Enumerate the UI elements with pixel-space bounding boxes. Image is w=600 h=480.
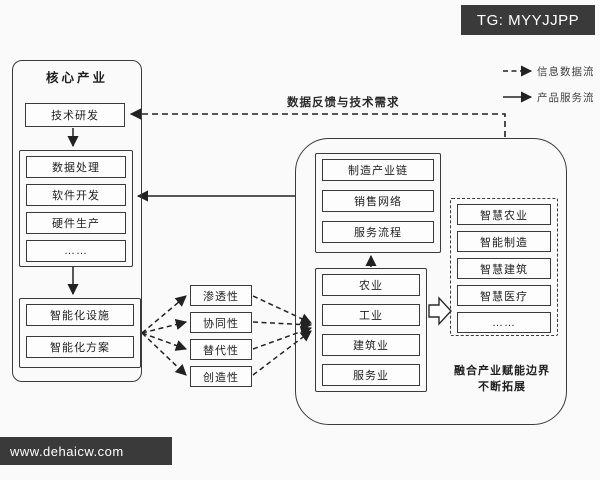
sales-network-box: 销售网络 <box>322 190 434 212</box>
sectors-group <box>315 268 427 392</box>
outputs-to-creativity-arrow <box>141 332 187 376</box>
intelligent-outputs-group <box>19 298 141 368</box>
intelligent-solutions-box: 智能化方案 <box>26 336 134 358</box>
synergy-to-sectors-arrow <box>252 318 313 331</box>
smart-building-box: 智慧建筑 <box>457 258 551 279</box>
creativity-box: 创造性 <box>190 366 252 387</box>
data-processing-box: 数据处理 <box>26 156 126 178</box>
tg-banner: TG: MYYJJPP <box>461 5 595 35</box>
substitution-box: 替代性 <box>190 339 252 360</box>
capabilities-ellipsis-box: …… <box>26 240 126 262</box>
sectors-to-smart-hollow-arrow <box>428 296 452 326</box>
tech-rd-box: 技术研发 <box>25 103 125 127</box>
synergy-box: 协同性 <box>190 312 252 333</box>
hardware-production-box: 硬件生产 <box>26 212 126 234</box>
smart-ellipsis-box: …… <box>457 312 551 333</box>
construction-box: 建筑业 <box>322 334 420 356</box>
industry-chain-group <box>315 153 441 253</box>
intelligent-facilities-box: 智能化设施 <box>26 304 134 326</box>
boundary-caption-line2: 不断拓展 <box>478 381 526 393</box>
outputs-to-permeability-arrow <box>141 295 187 334</box>
industry-box: 工业 <box>322 304 420 326</box>
permeability-to-sectors-arrow <box>252 295 313 324</box>
core-industry-title: 核心产业 <box>45 71 108 85</box>
smart-healthcare-box: 智慧医疗 <box>457 285 551 306</box>
agriculture-box: 农业 <box>322 274 420 296</box>
permeability-box: 渗透性 <box>190 285 252 306</box>
watermark: www.dehaicw.com <box>0 437 172 465</box>
capabilities-group <box>19 150 133 267</box>
legend-product-flow-label: 产品服务流 <box>537 92 595 104</box>
legend-info-flow-label: 信息数据流 <box>537 66 595 78</box>
feedback-dashed-arrow <box>129 108 506 137</box>
manufacturing-chain-box: 制造产业链 <box>322 159 434 181</box>
fusion-industry-container <box>295 138 567 425</box>
smart-agriculture-box: 智慧农业 <box>457 204 551 225</box>
software-dev-box: 软件开发 <box>26 184 126 206</box>
core-industry-container <box>12 60 142 382</box>
outputs-to-synergy-arrow <box>141 318 188 334</box>
smart-manufacturing-box: 智能制造 <box>457 231 551 252</box>
outputs-to-substitution-arrow <box>141 332 188 351</box>
service-process-box: 服务流程 <box>322 221 434 243</box>
feedback-label: 数据反馈与技术需求 <box>287 97 400 109</box>
creativity-to-sectors-arrow <box>252 330 312 376</box>
smart-industries-group <box>450 198 558 336</box>
service-industry-box: 服务业 <box>322 364 420 386</box>
boundary-caption-line1: 融合产业赋能边界 <box>454 365 550 377</box>
boundary-caption: 融合产业赋能边界 不断拓展 <box>432 363 572 395</box>
